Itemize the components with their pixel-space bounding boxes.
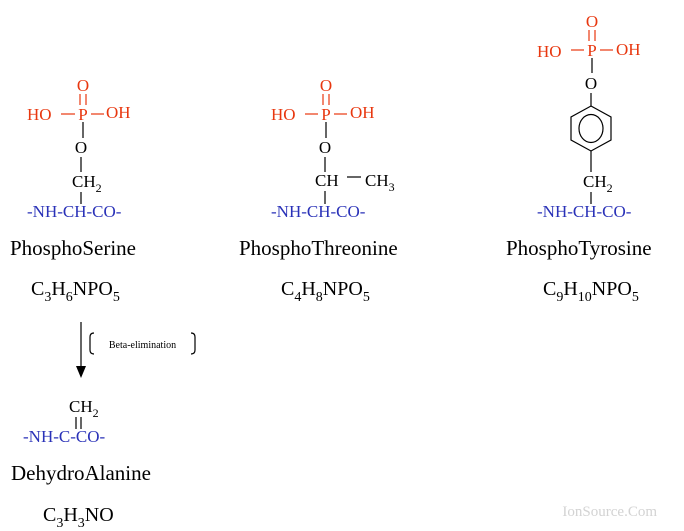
tyrosine-formula-2: H [563,278,577,300]
tyrosine-formula-5: 5 [632,290,639,305]
threonine-formula-3: 8 [316,290,323,305]
tyrosine-phosphate-ho: HO [537,42,562,61]
tyrosine-name: PhosphoTyrosine [506,236,652,260]
dehydroalanine-name: DehydroAlanine [11,461,151,485]
phosphoserine-structure: O HO P OH O CH2 -NH-CH-CO- [27,76,131,221]
serine-formula: C3H6NPO5 [31,278,120,305]
serine-phosphate-ho: HO [27,105,52,124]
reaction-arrow-head [76,366,86,378]
threonine-formula-5: 5 [363,290,370,305]
serine-formula-2: H [51,278,65,300]
beta-elimination-arrow: Beta-elimination [76,322,196,378]
threonine-ch3-sub: 3 [389,180,395,194]
serine-ch2-sub: 2 [96,181,102,195]
threonine-name: PhosphoThreonine [239,236,398,260]
benzene-ring-hexagon [570,105,612,152]
dehydroalanine-formula: C3H3NO [43,504,114,531]
dehydroalanine-formula-1: 3 [56,516,63,531]
serine-phosphate-oh: OH [106,103,131,122]
tyrosine-phosphate-p: P [587,41,596,60]
threonine-phosphate-ho: HO [271,105,296,124]
threonine-phosphate-o-top: O [320,76,332,95]
dehydroalanine-formula-2: H [63,504,77,526]
phosphotyrosine-structure: O HO P OH O CH2 -NH-CH-CO- [537,12,641,221]
serine-formula-3: 6 [66,290,73,305]
tyrosine-backbone: -NH-CH-CO- [537,202,632,221]
serine-formula-5: 5 [113,290,120,305]
reaction-label-left-bracket [89,332,95,355]
threonine-formula-1: 4 [294,290,301,305]
tyrosine-formula: C9H10NPO5 [543,278,639,305]
threonine-formula-2: H [301,278,315,300]
tyrosine-formula-4: NPO [592,278,632,300]
dehydroalanine-ch2-main: CH [69,397,93,416]
serine-phosphate-p: P [78,105,87,124]
threonine-backbone: -NH-CH-CO- [271,202,366,221]
dehydroalanine-formula-0: C [43,504,56,526]
tyrosine-ch2-sub: 2 [607,181,613,195]
serine-phosphate-o-top: O [77,76,89,95]
serine-formula-4: NPO [73,278,113,300]
serine-backbone: -NH-CH-CO- [27,202,122,221]
threonine-ch: CH [315,171,339,190]
threonine-link-o: O [319,138,331,157]
tyrosine-phosphate-o-top: O [586,12,598,31]
dehydroalanine-formula-3: 3 [78,516,85,531]
dehydroalanine-ch2: CH2 [69,397,99,420]
dehydroalanine-formula-4: NO [85,504,114,526]
tyrosine-phosphate-oh: OH [616,40,641,59]
threonine-phosphate-oh: OH [350,103,375,122]
tyrosine-formula-3: 10 [578,290,592,305]
threonine-formula-0: C [281,278,294,300]
serine-ch2: CH2 [72,172,102,195]
serine-name: PhosphoSerine [10,236,136,260]
serine-link-o: O [75,138,87,157]
dehydroalanine-backbone: -NH-C-CO- [23,427,105,446]
serine-ch2-main: CH [72,172,96,191]
tyrosine-ch2: CH2 [583,172,613,195]
tyrosine-ch2-main: CH [583,172,607,191]
threonine-formula: C4H8NPO5 [281,278,370,305]
tyrosine-formula-1: 9 [556,290,563,305]
benzene-ring-circle [578,113,604,144]
tyrosine-formula-0: C [543,278,556,300]
threonine-phosphate-p: P [321,105,330,124]
dehydroalanine-structure: CH2 -NH-C-CO- [23,397,105,446]
reaction-label: Beta-elimination [109,340,176,351]
threonine-ch3-main: CH [365,171,389,190]
serine-formula-0: C [31,278,44,300]
threonine-ch3: CH3 [365,171,395,194]
tyrosine-link-o: O [585,74,597,93]
ionsource-watermark: IonSource.Com [562,504,657,520]
dehydroalanine-ch2-sub: 2 [93,406,99,420]
phosphothreonine-structure: O HO P OH O CH CH3 -NH-CH-CO- [271,76,395,221]
serine-formula-1: 3 [44,290,51,305]
reaction-label-right-bracket [190,332,196,355]
threonine-formula-4: NPO [323,278,363,300]
